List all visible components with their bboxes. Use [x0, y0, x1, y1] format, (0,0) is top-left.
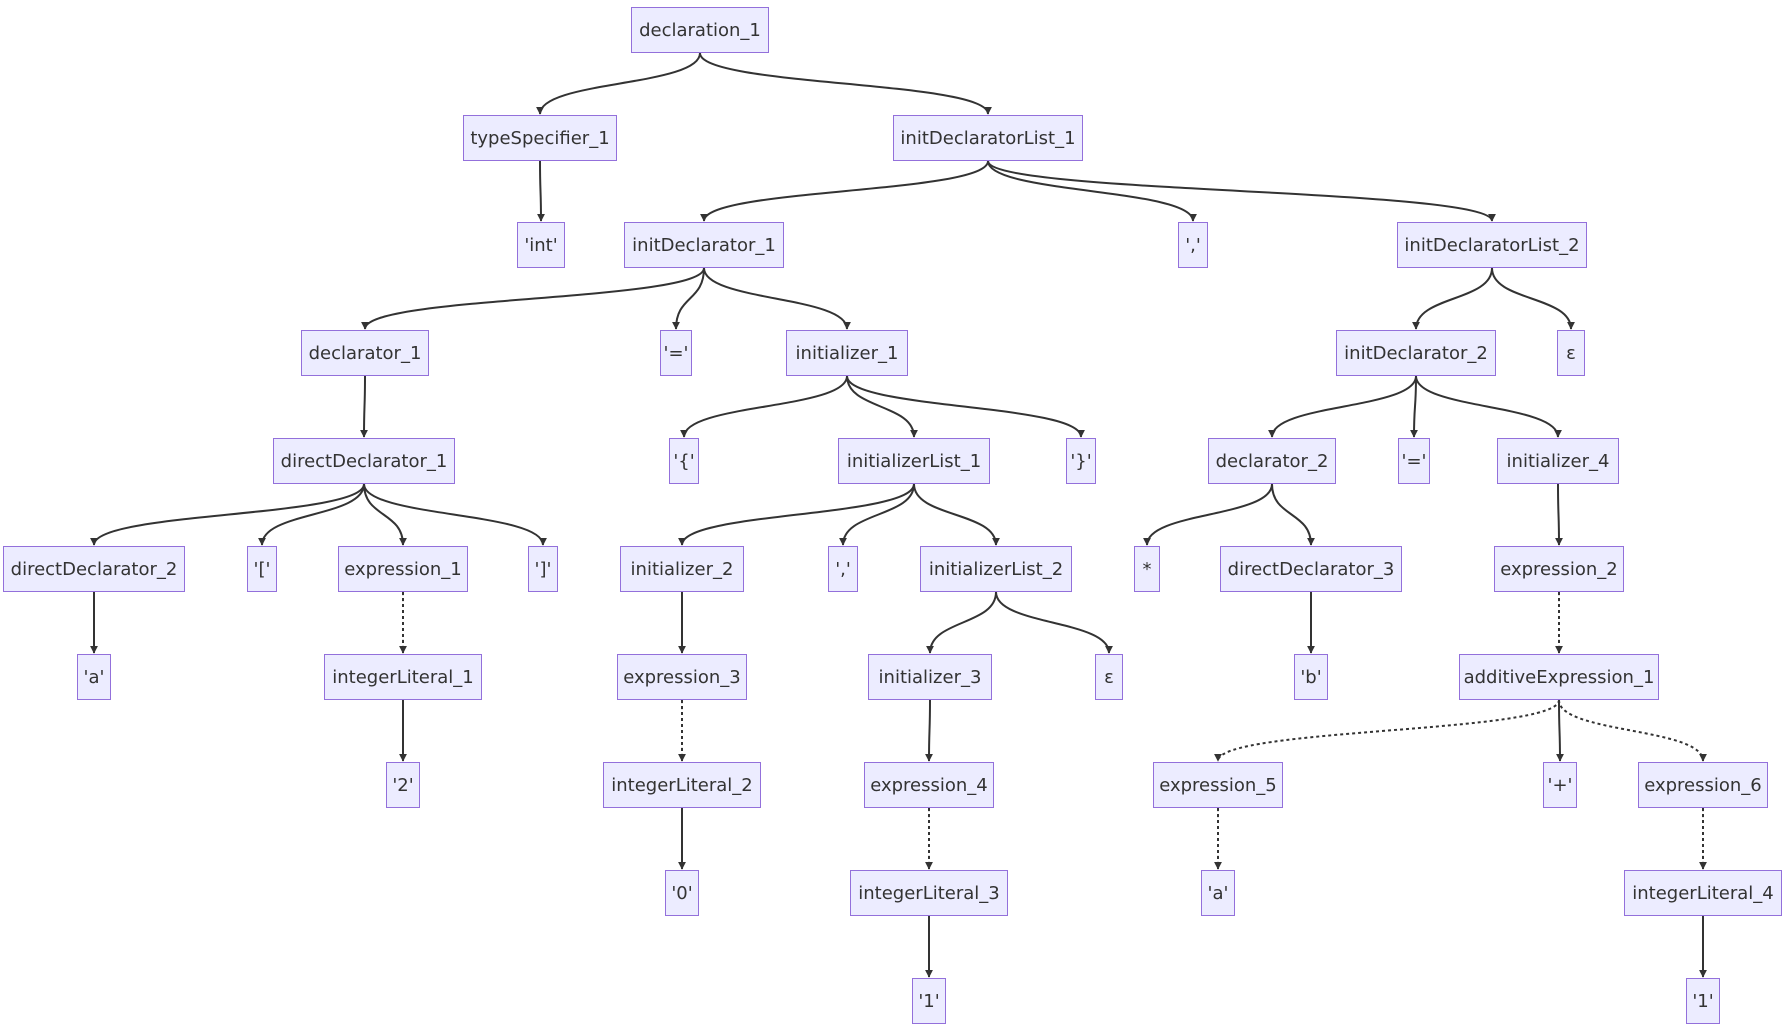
node-initializer-1: initializer_1	[786, 330, 908, 376]
edge-init-declarator-list-2-to-eps-1	[1491, 267, 1575, 330]
node-initializer-2: initializer_2	[620, 546, 744, 592]
node-direct-declarator-3: directDeclarator_3	[1220, 546, 1402, 592]
edge-initializer-4-to-expression-2	[1554, 483, 1563, 546]
edge-declarator-1-to-direct-declarator-1	[360, 375, 369, 438]
node-lbrace: '{'	[669, 438, 699, 484]
edge-direct-declarator-1-to-lbracket	[258, 483, 365, 546]
node-two: '2'	[386, 762, 420, 808]
node-expression-6: expression_6	[1638, 762, 1768, 808]
edge-init-declarator-1-to-eq-1	[672, 267, 705, 330]
edge-declarator-2-to-star	[1143, 483, 1273, 546]
node-initializer-list-2: initializerList_2	[920, 546, 1072, 592]
node-init-declarator-list-1: initDeclaratorList_1	[893, 115, 1083, 161]
edge-init-declarator-2-to-declarator-2	[1268, 375, 1417, 438]
edge-init-declarator-list-2-to-init-declarator-2	[1412, 267, 1493, 330]
edge-init-declarator-list-1-to-comma-1	[987, 160, 1197, 222]
node-type-specifier-1: typeSpecifier_1	[463, 115, 617, 161]
edge-direct-declarator-1-to-rbracket	[363, 483, 547, 546]
edge-initializer-list-1-to-initializer-list-2	[913, 483, 1000, 546]
node-star: *	[1134, 546, 1160, 592]
node-direct-declarator-1: directDeclarator_1	[273, 438, 455, 484]
node-comma-1: ','	[1178, 222, 1208, 268]
node-initializer-4: initializer_4	[1497, 438, 1619, 484]
edge-direct-declarator-1-to-direct-declarator-2	[90, 483, 365, 546]
edge-declarator-2-to-direct-declarator-3	[1271, 483, 1315, 546]
node-rbrace: '}'	[1066, 438, 1096, 484]
edge-init-declarator-2-to-eq-2	[1410, 375, 1419, 438]
node-eps-2: ε	[1095, 654, 1123, 700]
edge-additive-expression-1-to-expression-5	[1214, 699, 1560, 762]
edge-type-specifier-1-to-int	[536, 160, 545, 222]
node-a-2: 'a'	[1201, 870, 1235, 916]
node-init-declarator-1: initDeclarator_1	[624, 222, 784, 268]
edge-declaration-1-to-init-declarator-list-1	[699, 52, 992, 115]
node-expression-4: expression_4	[864, 762, 994, 808]
edge-additive-expression-1-to-plus	[1555, 699, 1564, 762]
node-declarator-1: declarator_1	[301, 330, 429, 376]
node-initializer-3: initializer_3	[868, 654, 992, 700]
edge-direct-declarator-1-to-expression-1	[363, 483, 407, 546]
node-integer-literal-1: integerLiteral_1	[324, 654, 482, 700]
edge-initializer-1-to-lbrace	[680, 375, 848, 438]
node-rbracket: ']'	[528, 546, 558, 592]
edge-initializer-list-1-to-initializer-2	[678, 483, 915, 546]
edge-init-declarator-list-1-to-init-declarator-list-2	[987, 160, 1496, 222]
node-one-2: '1'	[1686, 978, 1720, 1024]
edge-initializer-1-to-rbrace	[846, 375, 1085, 438]
node-eps-1: ε	[1557, 330, 1585, 376]
node-integer-literal-3: integerLiteral_3	[850, 870, 1008, 916]
node-expression-2: expression_2	[1494, 546, 1624, 592]
edge-additive-expression-1-to-expression-6	[1558, 699, 1707, 762]
node-zero: '0'	[665, 870, 699, 916]
node-plus: '+'	[1543, 762, 1577, 808]
edge-initializer-list-1-to-comma-2	[839, 483, 915, 546]
edge-initializer-list-2-to-eps-2	[995, 591, 1113, 654]
node-initializer-list-1: initializerList_1	[838, 438, 990, 484]
node-additive-expression-1: additiveExpression_1	[1459, 654, 1659, 700]
edge-initializer-3-to-expression-4	[925, 699, 934, 762]
node-init-declarator-list-2: initDeclaratorList_2	[1397, 222, 1587, 268]
node-eq-2: '='	[1398, 438, 1430, 484]
edge-init-declarator-1-to-initializer-1	[703, 267, 851, 330]
edge-declaration-1-to-type-specifier-1	[536, 52, 701, 115]
node-a-1: 'a'	[77, 654, 111, 700]
edge-initializer-1-to-initializer-list-1	[846, 375, 918, 438]
node-expression-5: expression_5	[1153, 762, 1283, 808]
node-direct-declarator-2: directDeclarator_2	[3, 546, 185, 592]
node-eq-1: '='	[660, 330, 692, 376]
node-declaration-1: declaration_1	[631, 7, 769, 53]
edge-init-declarator-2-to-initializer-4	[1415, 375, 1562, 438]
node-expression-1: expression_1	[338, 546, 468, 592]
node-integer-literal-2: integerLiteral_2	[603, 762, 761, 808]
node-expression-3: expression_3	[617, 654, 747, 700]
edge-init-declarator-1-to-declarator-1	[361, 267, 705, 330]
node-b: 'b'	[1294, 654, 1328, 700]
node-integer-literal-4: integerLiteral_4	[1624, 870, 1782, 916]
node-comma-2: ','	[828, 546, 858, 592]
edge-initializer-list-2-to-initializer-3	[926, 591, 997, 654]
edge-init-declarator-list-1-to-init-declarator-1	[700, 160, 989, 222]
node-lbracket: '['	[247, 546, 277, 592]
node-declarator-2: declarator_2	[1208, 438, 1336, 484]
node-init-declarator-2: initDeclarator_2	[1336, 330, 1496, 376]
node-int: 'int'	[517, 222, 565, 268]
node-one-1: '1'	[912, 978, 946, 1024]
